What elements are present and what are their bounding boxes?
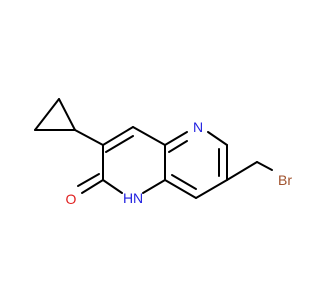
atom-labels: N Br O N H <box>66 119 293 207</box>
bond-c3-c4-double <box>105 135 134 153</box>
bond-ch2-br <box>256 161 273 171</box>
bond-c2-o <box>81 179 104 194</box>
bond-c8-c8a <box>164 179 197 199</box>
bond-c8a-n1 <box>142 179 166 194</box>
hydrogen-label-amide: H <box>123 190 133 206</box>
bond-cyclopropyl-ring <box>74 129 104 146</box>
bond-c7-ch2 <box>226 161 258 181</box>
nitrogen-label-ring: N <box>193 119 203 135</box>
bond-n5-c6 <box>207 131 228 146</box>
molecule-canvas: N Br O N H <box>34 98 293 207</box>
bond-c2-o-double <box>77 173 100 187</box>
bond-c7-c8 <box>195 179 228 199</box>
bond-c4a-n5-double <box>168 140 188 153</box>
bond-cyclopropyl-2 <box>58 98 76 131</box>
bond-c8-c8a-double <box>171 174 197 190</box>
oxygen-label: O <box>66 191 77 207</box>
nitrogen-label-amide: N <box>133 190 143 206</box>
bond-c3-c4 <box>102 126 134 146</box>
molecule-structure: N Br O N H <box>34 98 293 207</box>
bond-n1-c2 <box>102 179 123 194</box>
bond-c4a-n5 <box>164 131 188 146</box>
bond-cyclopropyl-1 <box>34 98 60 131</box>
bond-lines <box>34 98 273 199</box>
bond-c4-c4a <box>132 126 166 146</box>
bromine-label: Br <box>278 172 292 188</box>
